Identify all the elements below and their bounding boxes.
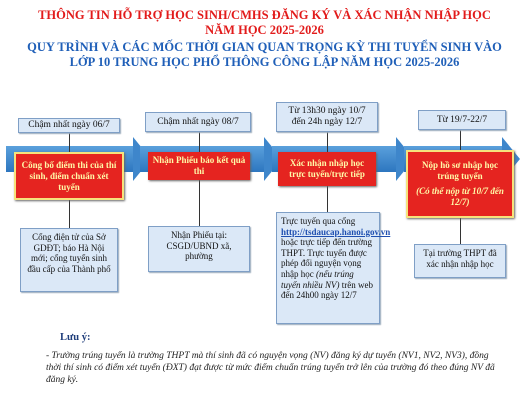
step2-info: Nhận Phiếu tại: CSGD/UBND xã, phường — [148, 226, 250, 272]
connector-line — [69, 200, 70, 228]
step3-date: Từ 13h30 ngày 10/7 đến 24h ngày 12/7 — [276, 102, 378, 132]
step1-date: Chậm nhất ngày 06/7 — [18, 118, 120, 133]
step3-date-line2: đến 24h ngày 12/7 — [291, 117, 363, 127]
connector-line — [199, 132, 200, 152]
notes-text: - Trường trúng tuyển là trường THPT mà t… — [46, 351, 495, 385]
step3-info-c: Trực tuyến được phép đổi nguyện vọng nhậ… — [281, 247, 367, 279]
page-title-line2: NĂM HỌC 2025-2026 — [205, 23, 324, 37]
step4-date: Từ 19/7-22/7 — [418, 110, 506, 130]
step2-date: Chậm nhất ngày 08/7 — [145, 112, 251, 132]
step4-info: Tại trường THPT đã xác nhận nhập học — [414, 244, 506, 278]
step4-title-text: Nộp hồ sơ nhập học trúng tuyển — [421, 160, 498, 181]
connector-line — [199, 180, 200, 226]
tsdaucap-link[interactable]: http://tsdaucap.hanoi.gov.vn — [281, 226, 391, 237]
step2-info-line2: CSGD/UBND xã, phường — [166, 240, 232, 262]
notes-heading: Lưu ý: — [60, 332, 91, 343]
page-subtitle-line1: QUY TRÌNH VÀ CÁC MỐC THỜI GIAN QUAN TRỌN… — [27, 40, 502, 54]
step3-info-b: hoặc trực tiếp đến trường THPT. — [281, 237, 372, 258]
connector-line — [69, 132, 70, 152]
step2-title: Nhận Phiếu báo kết quả thi — [148, 152, 250, 180]
step3-info: Trực tuyến qua cổng http://tsdaucap.hano… — [276, 212, 390, 324]
step2-info-line1: Nhận Phiếu tại: — [171, 230, 227, 240]
step3-info-e: trên web đến 24h00 ngày 12/7 — [281, 279, 373, 301]
step1-info: Cổng điện tử của Sở GDĐT; báo Hà Nội mới… — [20, 228, 118, 292]
connector-line — [460, 130, 461, 152]
connector-line — [327, 132, 328, 152]
step4-title: Nộp hồ sơ nhập học trúng tuyển (Có thể n… — [406, 150, 514, 218]
step3-info-d: (nếu trúng tuyển nhiều NV) — [281, 268, 354, 290]
connector-line — [327, 186, 328, 212]
connector-line — [460, 218, 461, 244]
step3-info-a: Trực tuyến qua cổng — [281, 216, 356, 226]
step4-title-note: (Có thể nộp từ 10/7 đến 12/7) — [416, 186, 504, 207]
page-subtitle-line2: LỚP 10 TRUNG HỌC PHỔ THÔNG CÔNG LẬP NĂM … — [69, 55, 460, 69]
step1-title: Công bố điểm thi của thí sinh, điểm chuẩ… — [14, 152, 124, 200]
step3-date-line1: Từ 13h30 ngày 10/7 — [288, 106, 366, 116]
step3-title: Xác nhận nhập học trực tuyến/trực tiếp — [278, 152, 376, 186]
page-title-line1: THÔNG TIN HỖ TRỢ HỌC SINH/CMHS ĐĂNG KÝ V… — [38, 8, 491, 22]
